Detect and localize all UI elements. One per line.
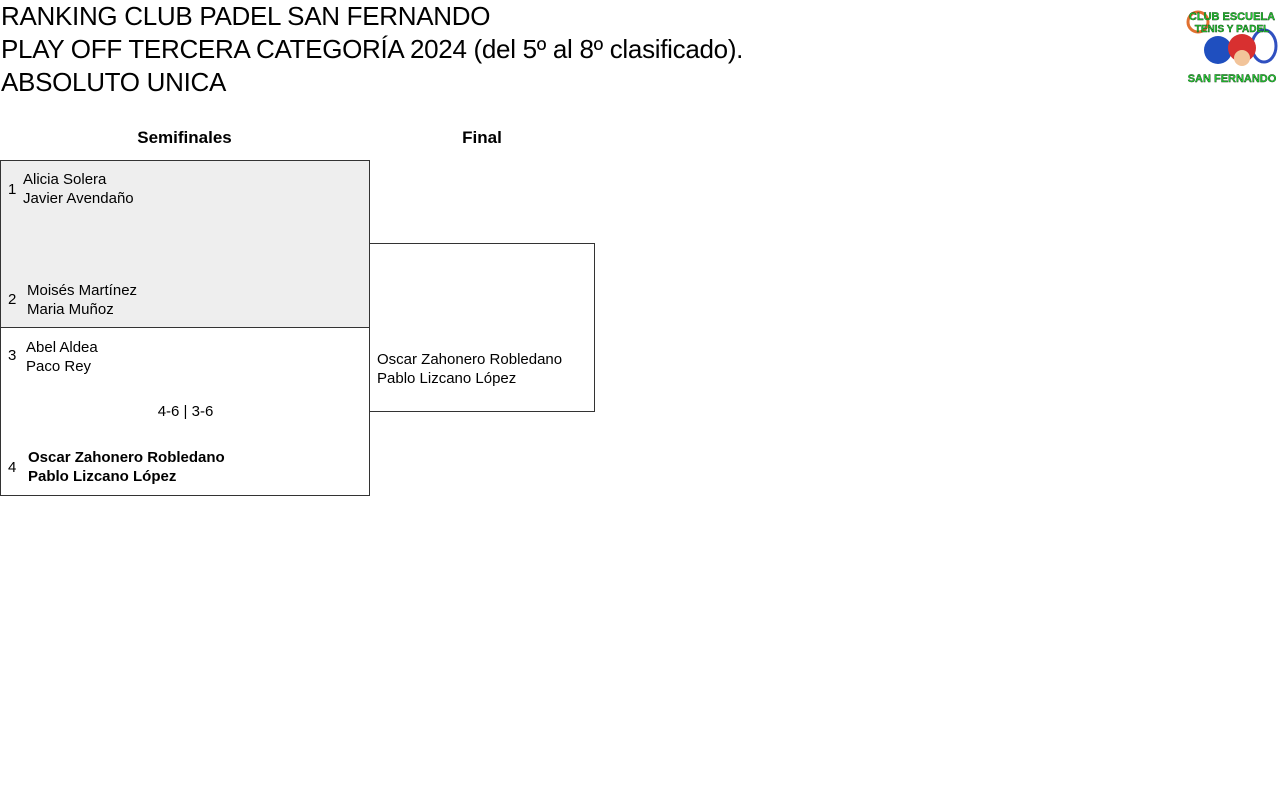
round-header-semifinales: Semifinales xyxy=(137,128,232,147)
final-team-2: Oscar Zahonero Robledano Pablo Lizcano L… xyxy=(377,350,562,388)
title-line-1: RANKING CLUB PADEL SAN FERNANDO xyxy=(1,1,491,31)
player-name: Abel Aldea xyxy=(26,339,98,356)
player-name: Maria Muñoz xyxy=(27,301,114,318)
page-title: RANKING CLUB PADEL SAN FERNANDO PLAY OFF… xyxy=(1,0,743,99)
match-score: 4-6 | 3-6 xyxy=(157,403,214,420)
player-name: Pablo Lizcano López xyxy=(377,370,517,387)
team-2-winner: Oscar Zahonero Robledano Pablo Lizcano L… xyxy=(28,448,225,486)
semifinal-match-1[interactable]: 1 Alicia Solera Javier Avendaño 2 Moisés… xyxy=(0,160,370,328)
player-name: Moisés Martínez xyxy=(27,282,138,299)
final-match[interactable]: Oscar Zahonero Robledano Pablo Lizcano L… xyxy=(369,243,595,412)
seed: 1 xyxy=(8,181,17,198)
player-name: Oscar Zahonero Robledano xyxy=(377,351,563,368)
club-logo: CLUB ESCUELA TENIS Y PADEL SAN FERNANDO xyxy=(1186,10,1278,85)
seed: 4 xyxy=(8,459,17,476)
title-line-3: ABSOLUTO UNICA xyxy=(1,67,227,97)
svg-text:SAN FERNANDO: SAN FERNANDO xyxy=(1188,73,1277,85)
team-2: Moisés Martínez Maria Muñoz xyxy=(27,281,137,319)
player-name: Pablo Lizcano López xyxy=(28,468,177,485)
player-name: Alicia Solera xyxy=(23,171,107,188)
seed: 2 xyxy=(8,291,17,308)
team-1: Abel Aldea Paco Rey xyxy=(26,338,98,376)
player-name: Paco Rey xyxy=(26,358,92,375)
seed: 3 xyxy=(8,347,17,364)
player-name: Oscar Zahonero Robledano xyxy=(28,449,225,466)
svg-text:TENIS Y PADEL: TENIS Y PADEL xyxy=(1195,24,1269,35)
semifinal-match-2[interactable]: 3 Abel Aldea Paco Rey 4-6 | 3-6 4 Oscar … xyxy=(0,327,370,496)
player-name: Javier Avendaño xyxy=(23,190,134,207)
team-1: Alicia Solera Javier Avendaño xyxy=(23,170,134,208)
round-header-final: Final xyxy=(462,128,502,147)
svg-text:CLUB ESCUELA: CLUB ESCUELA xyxy=(1189,11,1275,23)
title-line-2: PLAY OFF TERCERA CATEGORÍA 2024 (del 5º … xyxy=(1,34,744,64)
